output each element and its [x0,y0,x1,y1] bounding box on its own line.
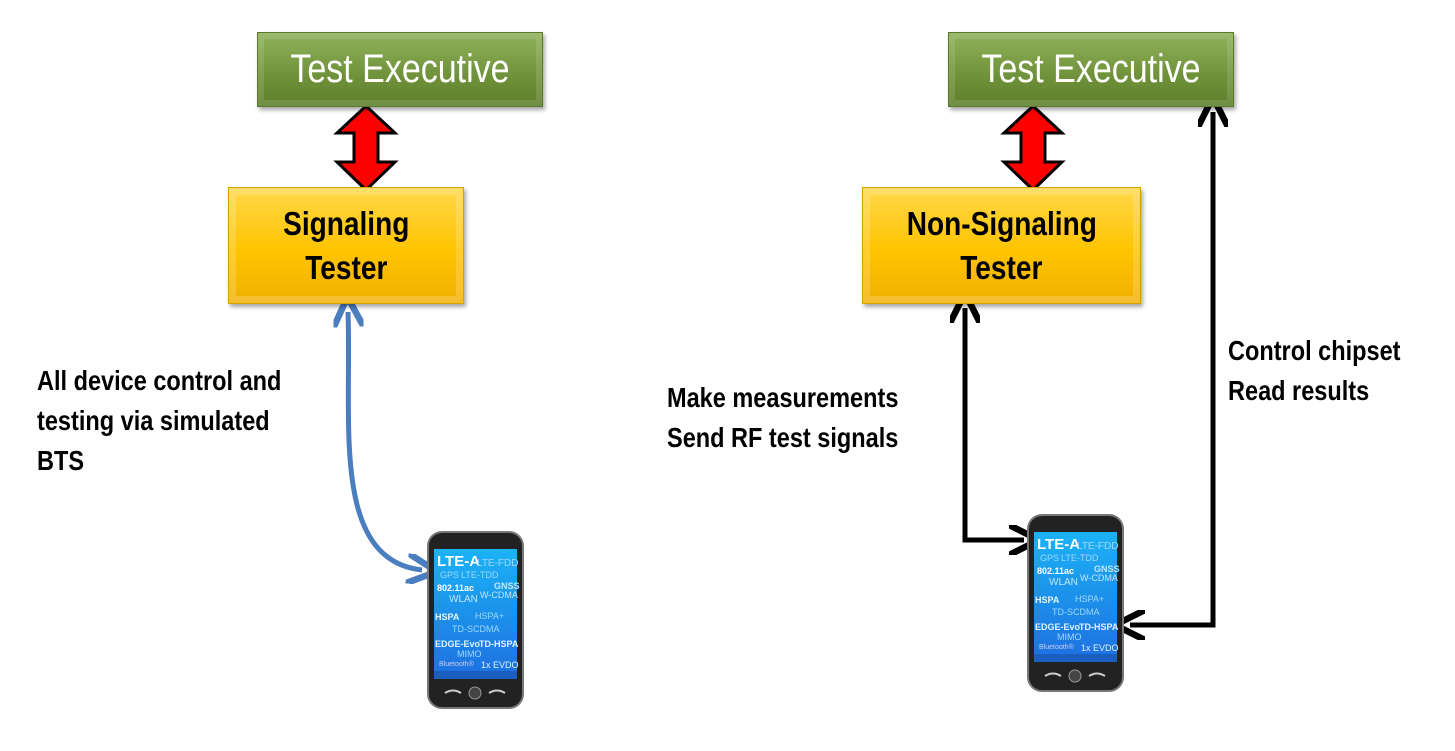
tester-label-line1: Non-Signaling [906,204,1097,242]
screen-tech-label: HSPA+ [475,611,504,621]
control-label: Control chipset [1228,335,1401,366]
screen-tech-label: LTE-A [437,553,480,570]
test-executive-box-right: Test Executive [948,32,1234,107]
screen-tech-label: LTE-FDD [1077,541,1118,552]
screen-tech-label: WLAN [449,594,478,605]
screen-tech-label: LTE-A [1037,536,1080,553]
tester-label-line2: Tester [960,248,1043,286]
home-button[interactable] [468,686,482,700]
blue-curved-arrow [348,312,422,570]
screen-tech-label: LTE-TDD [1061,553,1099,563]
screen-tech-label: GPS [1040,553,1059,563]
hangup-icon [1088,672,1106,677]
screen-tech-label: GNSS [1094,564,1120,574]
screen-tech-label: HSPA [435,612,460,622]
measure-label: Send RF test signals [667,422,899,453]
tester-label-line2: Tester [304,248,388,286]
screen-tech-label: LTE-TDD [461,570,499,580]
red-double-arrow-left [333,103,399,193]
screen-tech-label: WLAN [1049,577,1078,588]
screen-tech-label: EDGE-Evo [1035,622,1081,632]
red-double-arrow-right [1000,103,1066,193]
screen-tech-label: HSPA+ [1075,594,1104,604]
screen-tech-label: TD-HSPA [1079,622,1119,632]
control-label: Read results [1228,375,1370,406]
measure-arrow [965,308,1024,540]
signaling-tester-box: Signaling Tester [228,187,464,304]
test-executive-label: Test Executive [290,47,510,91]
screen-tech-label: TD-SCDMA [452,624,500,634]
control-arrow [1130,112,1213,625]
non-signaling-tester-box: Non-Signaling Tester [862,187,1141,304]
phone-screen [434,549,517,679]
screen-tech-label: MIMO [1057,632,1082,642]
description-line: testing via simulated [37,405,270,436]
screen-tech-label: MIMO [457,649,482,659]
description-line: All device control and [37,365,282,396]
screen-tech-label: HSPA [1035,595,1060,605]
measure-labels: Make measurements Send RF test signals [667,378,898,458]
home-button[interactable] [1068,669,1082,683]
tester-label-line1: Signaling [282,204,410,242]
call-icon [444,689,462,694]
signaling-description: All device control and testing via simul… [37,361,281,481]
test-executive-label: Test Executive [981,47,1201,91]
phone-screen [1034,532,1117,662]
screen-tech-label: 802.11ac [437,583,474,593]
control-labels: Control chipset Read results [1228,331,1400,411]
hangup-icon [488,689,506,694]
screen-tech-label: W-CDMA [480,590,518,600]
call-icon [1044,672,1062,677]
screen-tech-label: GNSS [494,581,520,591]
measure-label: Make measurements [667,382,899,413]
screen-tech-label: 1x EVDO [1081,643,1119,653]
screen-tech-label: LTE-FDD [477,558,518,569]
screen-tech-label: TD-SCDMA [1052,607,1100,617]
test-executive-box-left: Test Executive [257,32,543,107]
screen-tech-label: TD-HSPA [479,639,519,649]
screen-tech-label: Bluetooth® [1039,643,1075,651]
screen-tech-label: 802.11ac [1037,566,1074,576]
screen-tech-label: Bluetooth® [439,660,475,668]
screen-tech-label: GPS [440,570,459,580]
screen-tech-label: EDGE-Evo [435,639,481,649]
screen-tech-label: W-CDMA [1080,573,1118,583]
description-line: BTS [37,445,85,476]
screen-tech-label: 1x EVDO [481,660,519,670]
